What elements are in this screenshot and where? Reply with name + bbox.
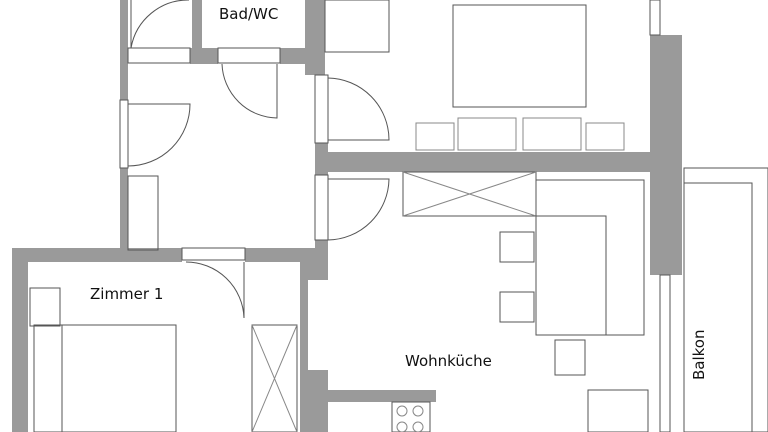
room-label-balcony: Balkon bbox=[690, 329, 708, 381]
walls bbox=[12, 0, 682, 432]
room-label-bathroom: Bad/WC bbox=[219, 5, 279, 23]
room-label-kitchen: Wohnküche bbox=[405, 352, 492, 370]
room-label-room1: Zimmer 1 bbox=[90, 285, 164, 303]
furniture bbox=[29, 0, 768, 432]
doors bbox=[119, 0, 390, 319]
